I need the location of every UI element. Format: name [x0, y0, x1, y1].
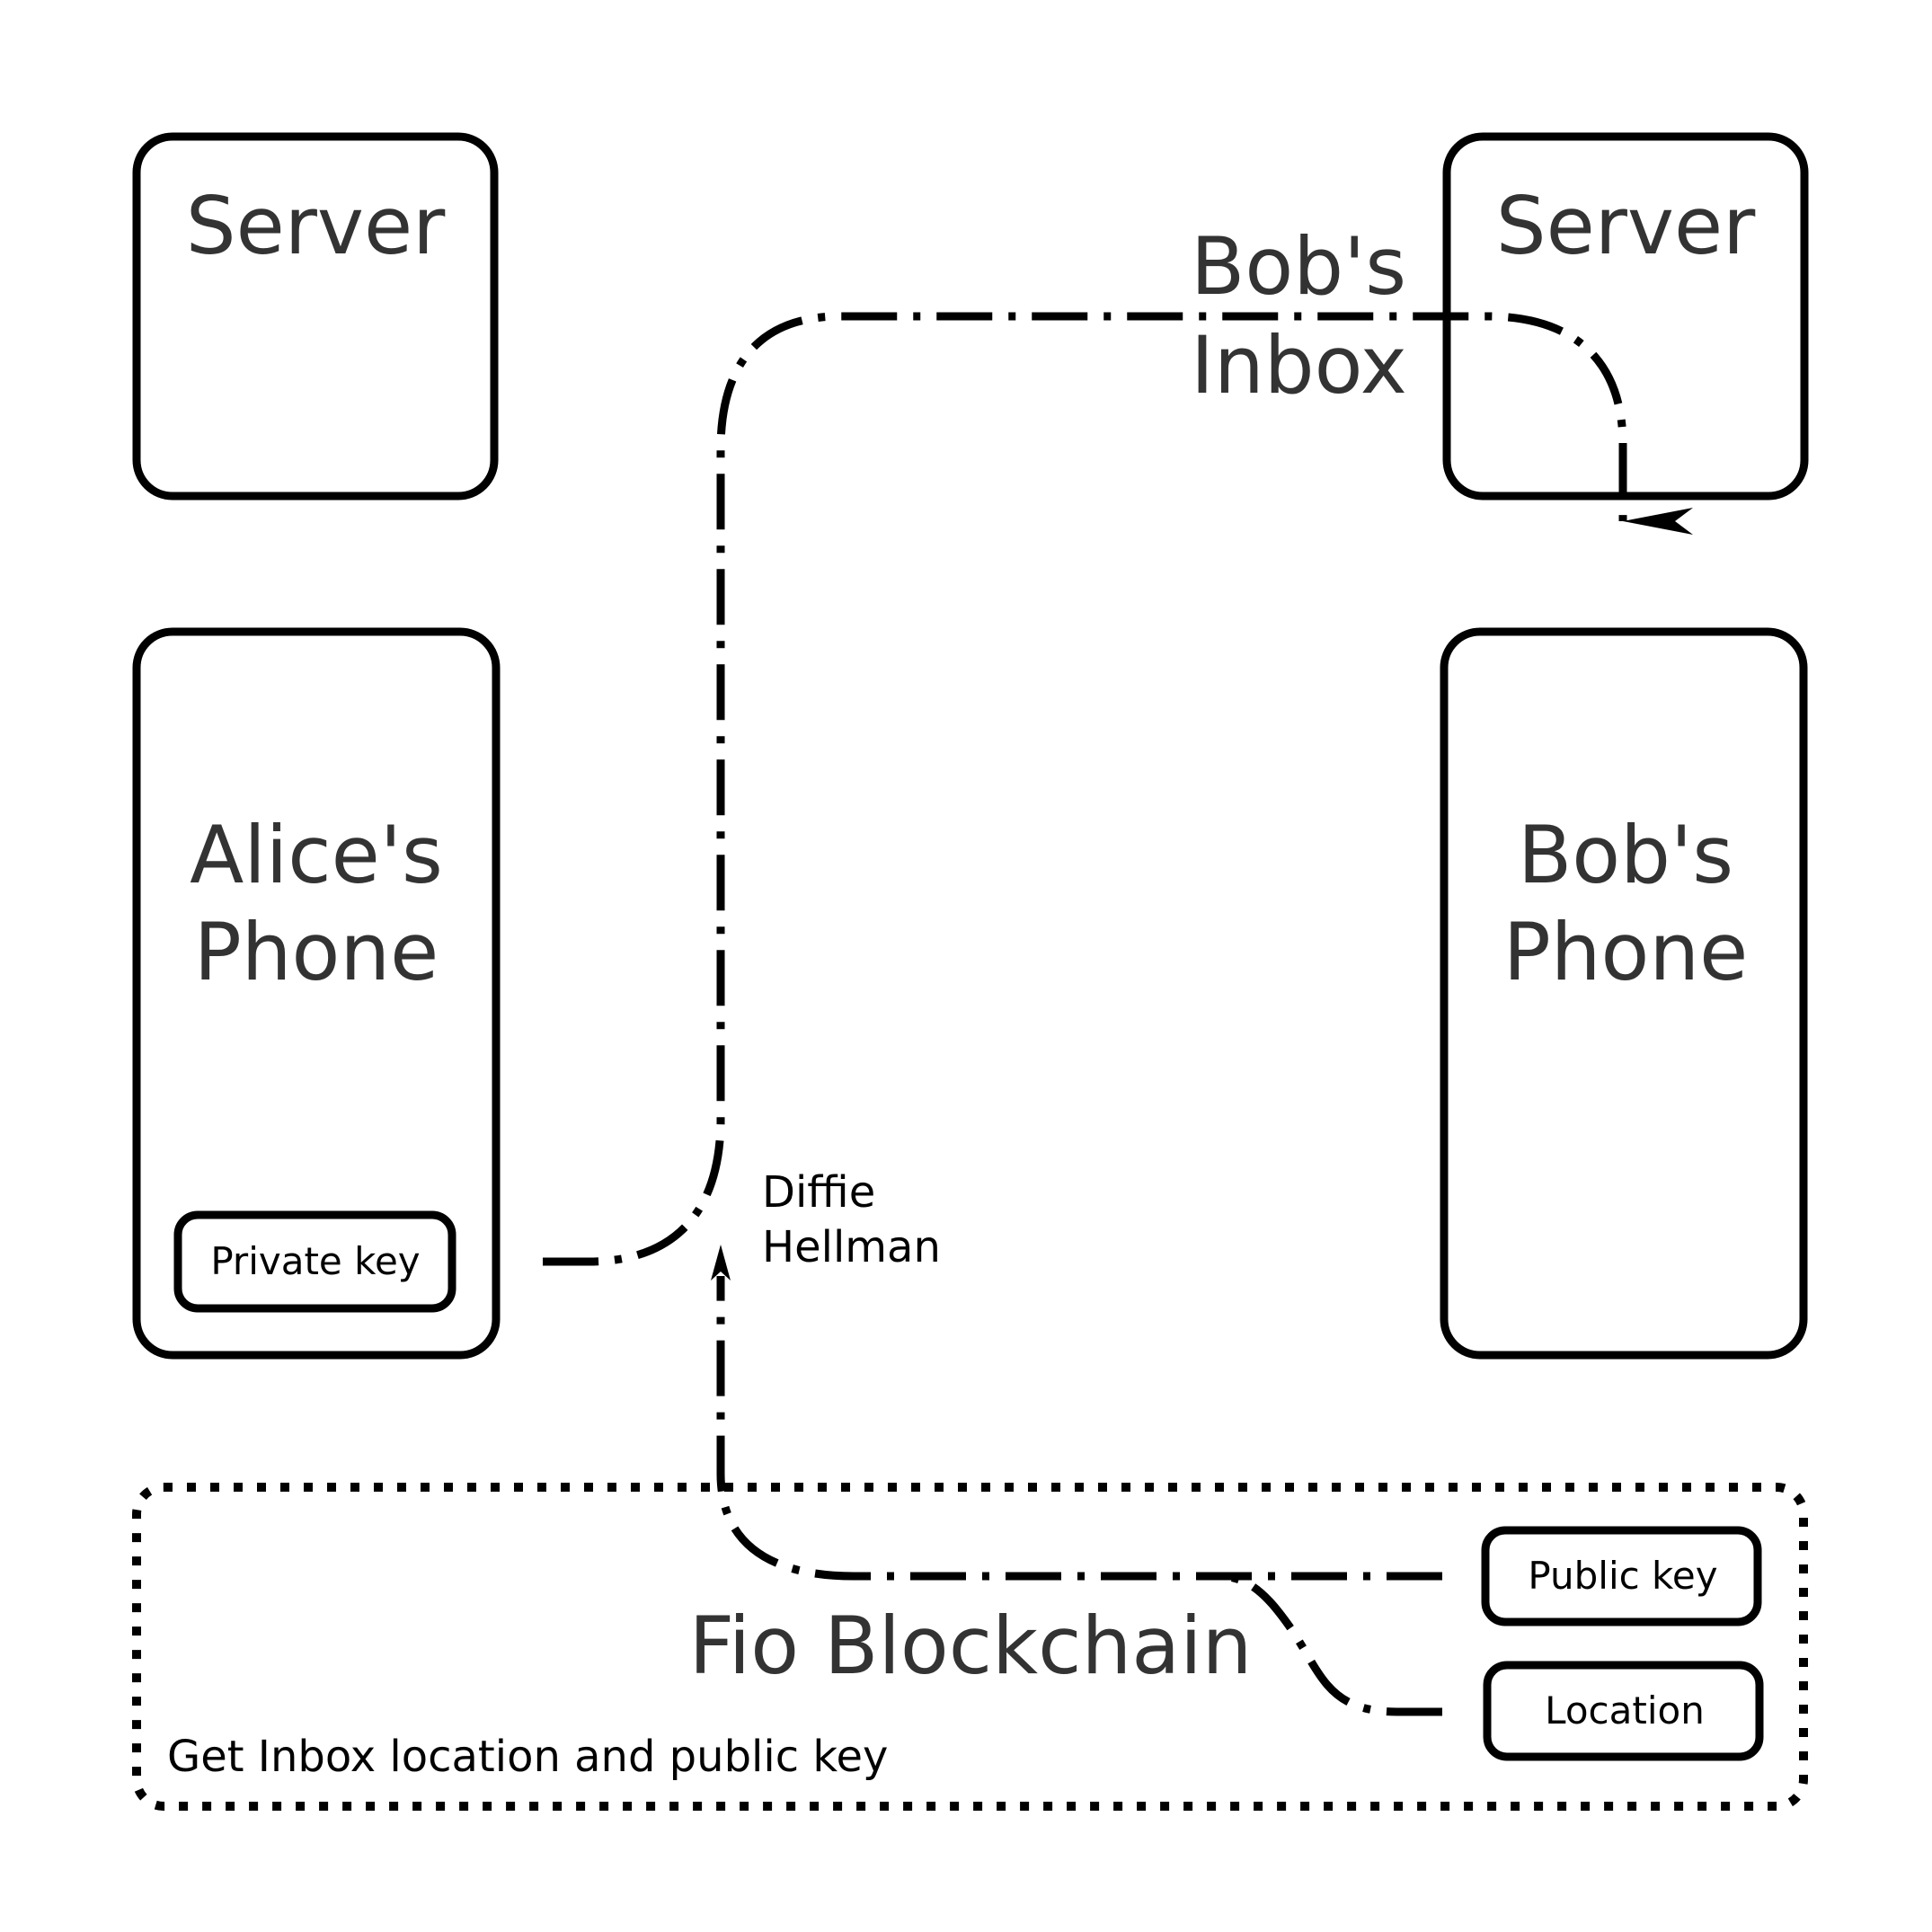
alice-phone-label-line1: Alice's — [190, 809, 443, 901]
public-key-label: Public key — [1528, 1554, 1717, 1598]
bob-phone-label-line1: Bob's — [1518, 809, 1733, 901]
diffie-hellman-label-line1: Diffie — [762, 1167, 875, 1218]
diffie-hellman-label-line2: Hellman — [762, 1222, 941, 1272]
blockchain-container: Fio Blockchain Get Inbox location and pu… — [132, 1483, 1808, 1811]
bobs-inbox-label-line1: Bob's — [1191, 220, 1406, 313]
bobs-inbox-edge-label: Bob's Inbox — [1191, 220, 1407, 412]
alice-phone-node: Alice's Phone — [132, 627, 501, 1360]
location-node: Location — [1483, 1661, 1764, 1761]
bob-server-node: Server — [1442, 132, 1809, 501]
location-label: Location — [1545, 1688, 1705, 1733]
diffie-hellman-edge-label: Diffie Hellman — [762, 1167, 941, 1272]
alice-server-node: Server — [132, 132, 499, 501]
alice-phone-label-line2: Phone — [194, 906, 439, 998]
public-key-node: Public key — [1481, 1526, 1762, 1626]
flow-public-key-to-diffie-hellman — [716, 1276, 1442, 1581]
bob-phone-node: Bob's Phone — [1440, 627, 1808, 1360]
diffie-hellman-arrowhead — [711, 1245, 731, 1281]
bobs-inbox-label-line2: Inbox — [1191, 319, 1407, 412]
bob-server-label: Server — [1496, 180, 1756, 272]
blockchain-label: Fio Blockchain — [689, 1600, 1253, 1692]
private-key-node: Private key — [173, 1210, 456, 1313]
bob-phone-label-line2: Phone — [1503, 906, 1749, 998]
flow-private-key-to-bob-inbox — [543, 312, 1693, 1266]
private-key-label: Private key — [210, 1239, 420, 1283]
alice-server-label: Server — [186, 180, 446, 272]
blockchain-caption: Get Inbox location and public key — [167, 1732, 888, 1782]
